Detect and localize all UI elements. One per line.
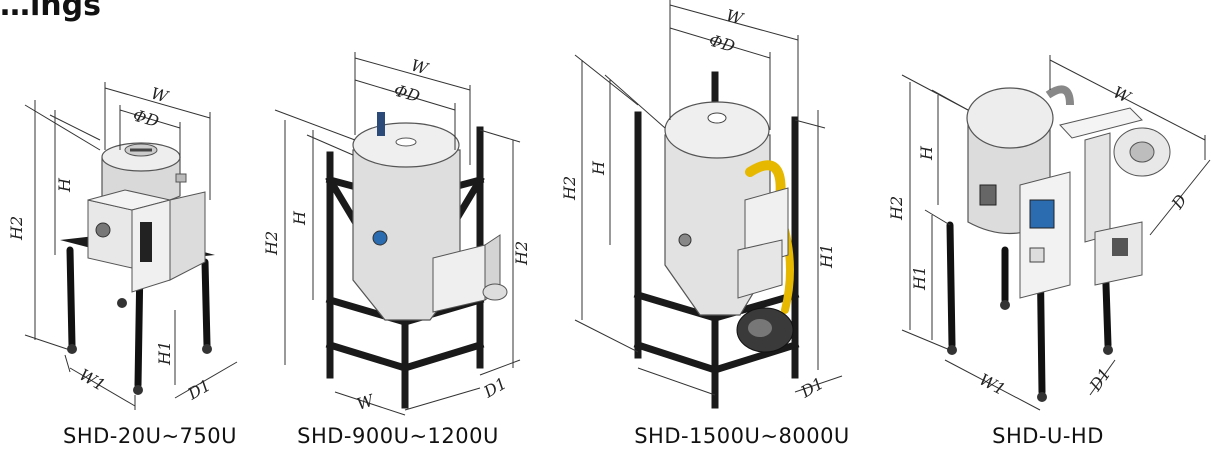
hopper-lid [966,87,1054,149]
model-caption-2: SHD-900U~1200U [297,424,499,448]
dim-label-h: H [917,145,936,161]
model-caption-3: SHD-1500U~8000U [634,424,850,448]
dim-label-h: H [589,160,608,176]
dim-label-h2: H2 [560,176,579,201]
dim-label-d1: D1 [797,374,827,402]
dim-label-d1: D1 [1085,365,1114,396]
dim-label-w1: W1 [976,370,1008,399]
dim-label-w-bottom: W [354,390,377,414]
dim-label-h2-left: H2 [262,231,281,256]
dim-label-h1: H1 [910,266,929,291]
heater-box [87,199,133,269]
model-caption-1: SHD-20U~750U [62,424,238,448]
dim-label-h2: H2 [7,216,26,241]
dim-label-d1: D1 [480,374,510,402]
dim-label-w-top: W [409,56,432,79]
model-caption-4: SHD-U-HD [992,424,1104,448]
dimension-lines [274,52,521,416]
dim-label-h: H [290,210,309,226]
heading-fragment: …ings [0,0,101,23]
dim-label-w: W [1110,83,1135,108]
dim-label-phi-d: ΦD [392,81,422,106]
dim-label-w: W [724,6,747,29]
dim-label-w: W [149,84,172,107]
dim-label-w1: W1 [76,365,109,395]
dim-label-phi-d: ΦD [131,106,161,131]
figure-shd-1500u-8000u: W ΦD H2 H H1 D1 [560,0,843,409]
dimension-lines [24,82,238,410]
dim-label-h1: H1 [817,244,836,269]
dim-label-h2: H2 [887,196,906,221]
filter-column [1084,132,1111,243]
dim-label-phi-d: ΦD [707,31,737,56]
dimension-lines [901,55,1211,411]
dim-label-h1: H1 [155,341,174,366]
figure-shd-u-hd: W D H2 H H1 W1 D1 [887,55,1211,411]
figure-shd-20u-750u: W ΦD H2 H W1 H1 D1 [7,82,238,410]
dim-label-d1: D1 [184,376,214,404]
hopper-lid [664,101,770,159]
dimension-lines [574,0,843,396]
dim-label-h2-right: H2 [512,241,531,266]
control-box [1019,171,1071,299]
dim-label-h: H [55,177,74,193]
figure-shd-900u-1200u: W ΦD H2 H H2 W D1 [262,52,531,416]
